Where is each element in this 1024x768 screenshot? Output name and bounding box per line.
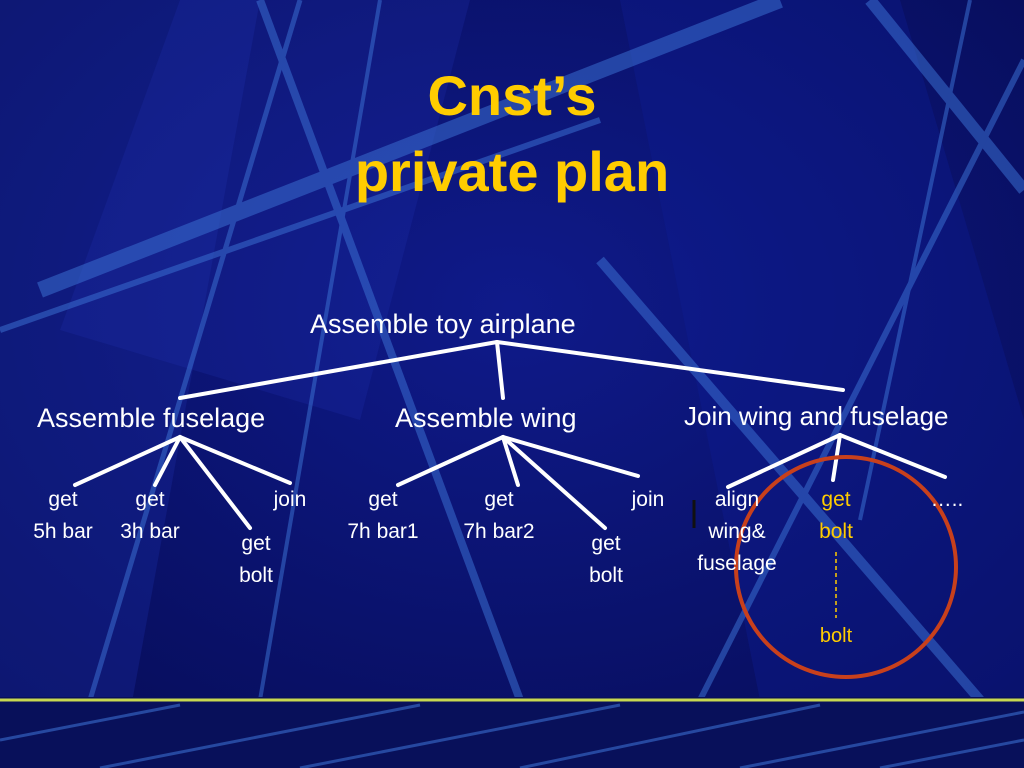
edge-join-align [726, 433, 842, 489]
slide-title-line1: Cnst’s [427, 64, 597, 127]
step-action: get [368, 488, 398, 511]
step-object: bolt [239, 564, 273, 587]
bolt-resource-label: bolt [819, 625, 853, 647]
edge-wing-get7h2 [501, 435, 520, 487]
root-node-label: Assemble toy airplane [310, 309, 576, 339]
fuselage-step-get-bolt: get bolt [216, 528, 296, 592]
join-node-label: Join wing and fuselage [684, 401, 949, 431]
step-object: 7h bar1 [347, 520, 419, 543]
step-action: join [631, 488, 665, 511]
edge-fuselage-get5h [73, 435, 182, 487]
step-object: bolt [819, 520, 853, 543]
join-step-ellipsis: ….. [912, 484, 982, 516]
step-action: ….. [930, 488, 964, 511]
edge-root-wing [495, 340, 505, 400]
step-object: 5h bar [33, 520, 93, 543]
highlight-circle [734, 455, 958, 679]
fuselage-step-get-3h-bar: get 3h bar [102, 484, 198, 548]
join-step-align-wing-fuselage: align wing& fuselage [682, 484, 792, 580]
step-action: join [273, 488, 307, 511]
step-action: get [484, 488, 514, 511]
fuselage-step-join: join [260, 484, 320, 516]
edge-fuselage-get3h [153, 435, 182, 487]
edge-join-more [838, 433, 947, 479]
wing-step-get-bolt: get bolt [566, 528, 646, 592]
slide-title-line2: private plan [354, 140, 670, 203]
fuselage-step-get-5h-bar: get 5h bar [14, 484, 112, 548]
edge-root-join [495, 340, 845, 392]
step-action: get [48, 488, 78, 511]
step-object: wing& [708, 520, 766, 543]
wing-step-get-7h-bar2: get 7h bar2 [450, 484, 548, 548]
step-action: align [714, 488, 760, 511]
edge-wing-getbolt [501, 435, 607, 530]
fuselage-node-label: Assemble fuselage [37, 403, 266, 433]
step-action: get [241, 532, 271, 555]
wing-step-join: join [618, 484, 678, 516]
step-object: 7h bar2 [463, 520, 535, 543]
edge-wing-get7h1 [396, 435, 505, 487]
join-step-get-bolt: get bolt [800, 484, 872, 548]
wing-node-label: Assemble wing [395, 403, 577, 433]
step-action: get [135, 488, 165, 511]
edge-fuselage-getbolt [178, 435, 252, 530]
edge-wing-join [501, 435, 640, 478]
step-object: 3h bar [120, 520, 180, 543]
step-action: get [591, 532, 621, 555]
step-object-2: fuselage [697, 552, 777, 575]
step-action: get [821, 488, 851, 511]
wing-step-get-7h-bar1: get 7h bar1 [334, 484, 432, 548]
edge-fuselage-join [178, 435, 292, 485]
edge-root-fuselage [178, 340, 499, 400]
step-object: bolt [589, 564, 623, 587]
